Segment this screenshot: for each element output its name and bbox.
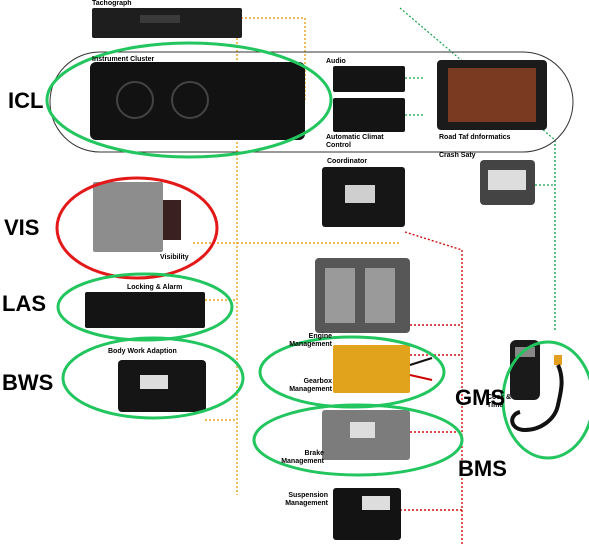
bws-group-label: BWS	[2, 370, 54, 395]
vis-group-label: VIS	[4, 215, 40, 240]
climate-control-label: Automatic Climat Control	[326, 134, 384, 149]
coordinator-label: Coordinator	[327, 158, 368, 165]
climate-control-device	[333, 98, 405, 132]
tachograph-label: Tachograph	[92, 0, 132, 7]
red-bus-coord	[404, 231, 463, 251]
road-traffic-informatics-label: Road Taf dnformatics	[439, 134, 511, 141]
instrument-cluster-device	[90, 62, 305, 140]
suspension-management-device	[333, 488, 401, 540]
instrument-cluster-label: Instrument Cluster	[92, 56, 155, 63]
locking-alarm-device	[85, 292, 205, 328]
visibility-label: Visibility	[160, 254, 189, 261]
icl-enclosure	[49, 51, 574, 153]
coiled-cable	[510, 364, 564, 433]
las-group-label: LAS	[2, 291, 46, 316]
visibility-device	[93, 182, 163, 252]
vis-outline	[55, 176, 219, 280]
audio-device	[333, 66, 405, 92]
audio-label: Audio	[326, 58, 346, 65]
bms-group-label: BMS	[458, 456, 507, 481]
icl-group-label: ICL	[8, 88, 44, 113]
bms-outline	[252, 403, 464, 477]
modules	[85, 8, 564, 540]
gearbox-management-device	[333, 345, 410, 393]
engine-management-label: Engine Management	[289, 333, 332, 348]
gearbox-management-label: Gearbox Management	[289, 378, 332, 393]
bus-lines	[193, 7, 556, 545]
gms-outline	[258, 335, 446, 409]
locking-alarm-label: Locking & Alarm	[127, 284, 183, 291]
icl-outline	[45, 41, 333, 159]
bws-outline	[61, 336, 245, 420]
las-outline	[56, 272, 234, 342]
clock-time-label: Cock & Time	[487, 394, 512, 409]
clock-outline	[501, 340, 589, 460]
gms-group-label: GMS	[455, 385, 506, 410]
brake-management-label: Brake Management	[281, 450, 324, 465]
crash-safety-label: Crash Saty	[439, 152, 476, 159]
group-outlines	[45, 41, 589, 477]
suspension-management-label: Suspension Management	[285, 492, 328, 507]
body-work-adaption-label: Body Work Adaption	[108, 348, 177, 355]
